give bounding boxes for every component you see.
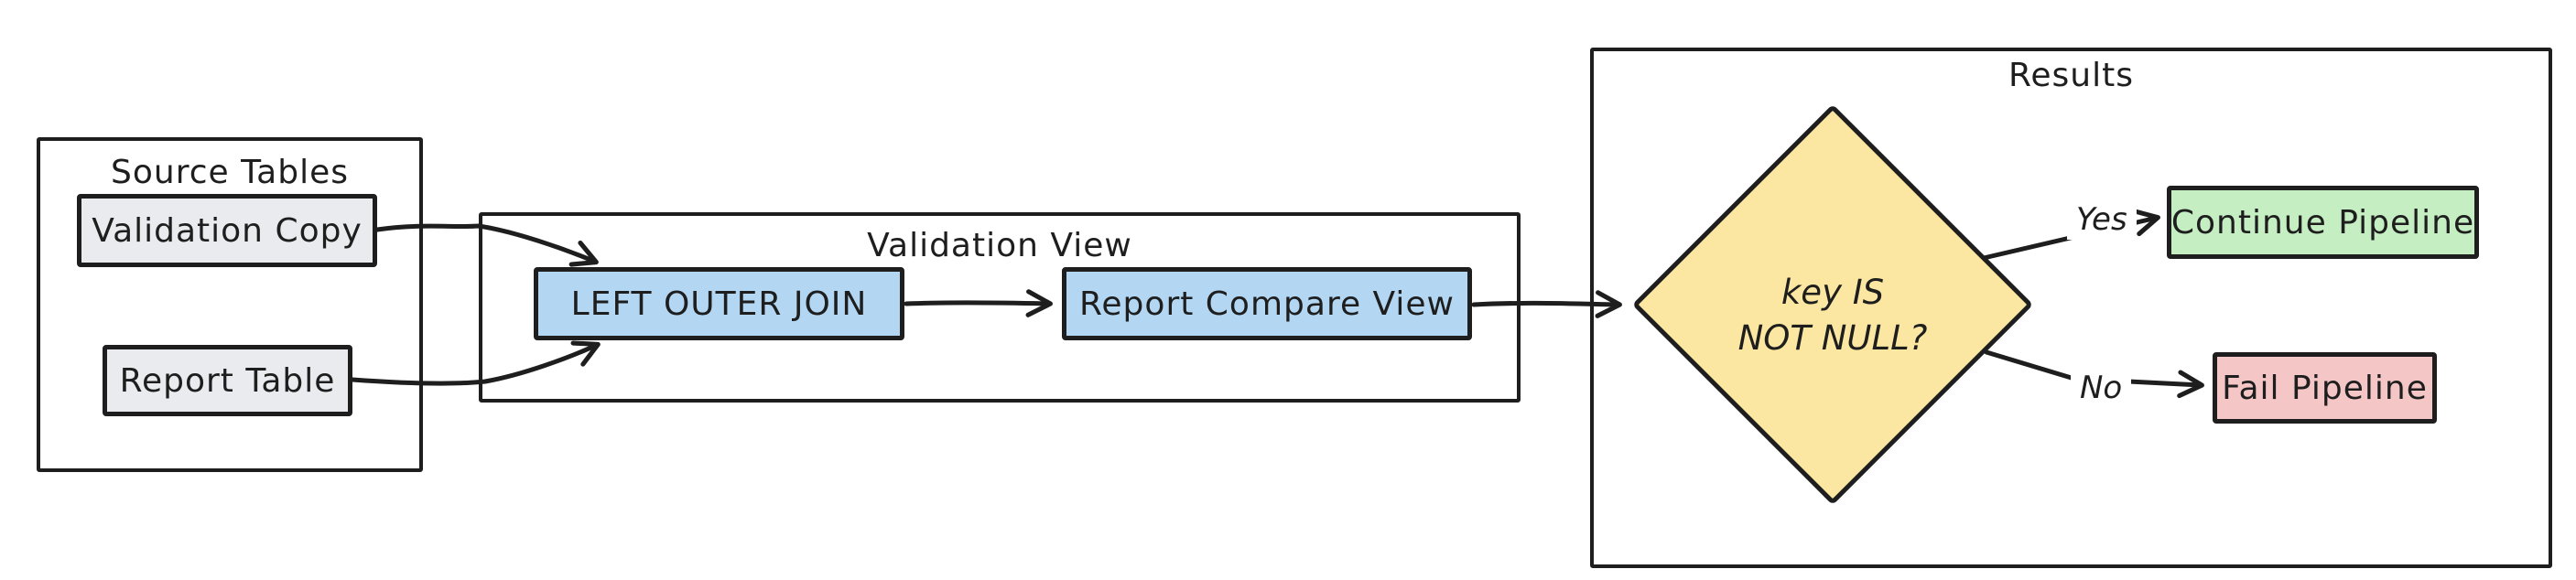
group-validation-view-title: Validation View (867, 227, 1132, 264)
node-report-compare-view-label: Report Compare View (1079, 285, 1455, 323)
node-continue-pipeline-label: Continue Pipeline (2170, 203, 2475, 242)
node-decision-label: key IS NOT NULL? (1695, 270, 1970, 361)
node-report-table-label: Report Table (119, 361, 336, 400)
edge-label-no: No (2071, 368, 2132, 408)
node-decision-label-line2: NOT NULL? (1737, 317, 1928, 358)
node-decision-label-line1: key IS (1780, 273, 1885, 312)
node-report-table: Report Table (103, 345, 352, 416)
node-report-compare-view: Report Compare View (1062, 267, 1472, 340)
edge-label-yes: Yes (2067, 199, 2137, 240)
group-source-tables-title: Source Tables (111, 154, 349, 191)
node-fail-pipeline: Fail Pipeline (2213, 352, 2437, 424)
node-left-outer-join: LEFT OUTER JOIN (534, 267, 904, 340)
node-continue-pipeline: Continue Pipeline (2167, 186, 2479, 259)
node-validation-copy-label: Validation Copy (92, 211, 363, 250)
node-fail-pipeline-label: Fail Pipeline (2222, 369, 2428, 407)
group-results: Results (1590, 48, 2552, 568)
node-validation-copy: Validation Copy (77, 194, 377, 267)
group-results-title: Results (2008, 57, 2134, 94)
group-validation-view: Validation View (479, 212, 1521, 403)
node-left-outer-join-label: LEFT OUTER JOIN (570, 285, 868, 323)
group-source-tables: Source Tables (37, 137, 423, 472)
